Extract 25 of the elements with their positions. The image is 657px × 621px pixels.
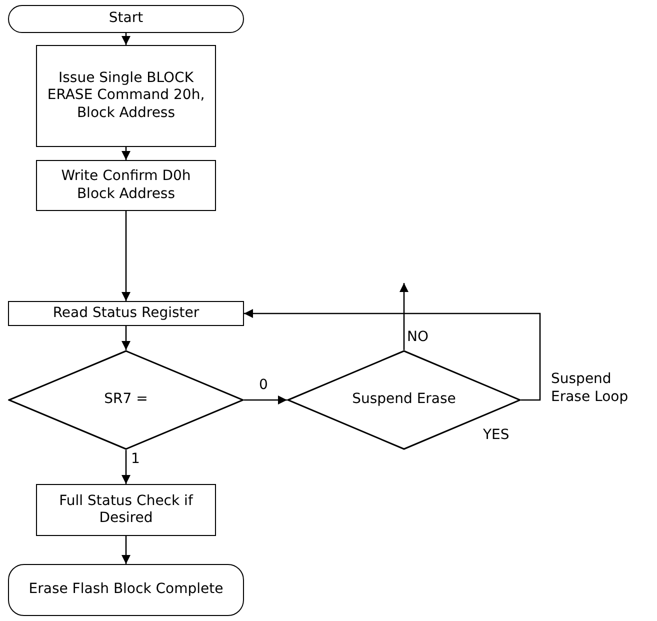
arrow <box>122 147 130 160</box>
node-text: SR7 = <box>104 391 148 409</box>
end-terminal <box>8 564 244 616</box>
process-box <box>36 484 216 536</box>
arrow <box>244 309 541 401</box>
decision-diamond <box>8 350 244 450</box>
arrow <box>122 33 130 45</box>
start-terminal <box>8 5 244 33</box>
arrow <box>122 536 130 564</box>
arrow <box>122 326 130 350</box>
arrow <box>122 450 130 484</box>
node-text: Erase Flash Block Complete <box>28 581 224 599</box>
process-box <box>36 45 216 147</box>
node-text: Issue Single BLOCK ERASE Command 20h, Block Address <box>46 70 206 122</box>
node-text: Start <box>108 10 144 28</box>
arrow <box>244 396 287 404</box>
node-text: Suspend Erase <box>352 391 456 409</box>
arrow <box>400 283 408 350</box>
process-box <box>36 160 216 211</box>
process-box <box>8 301 244 326</box>
arrow <box>122 211 130 301</box>
decision-diamond <box>287 350 521 450</box>
node-text: Write Confirm D0h Block Address <box>60 168 192 203</box>
node-text: Full Status Check if Desired <box>58 492 194 528</box>
node-text: Read Status Register <box>52 304 200 322</box>
